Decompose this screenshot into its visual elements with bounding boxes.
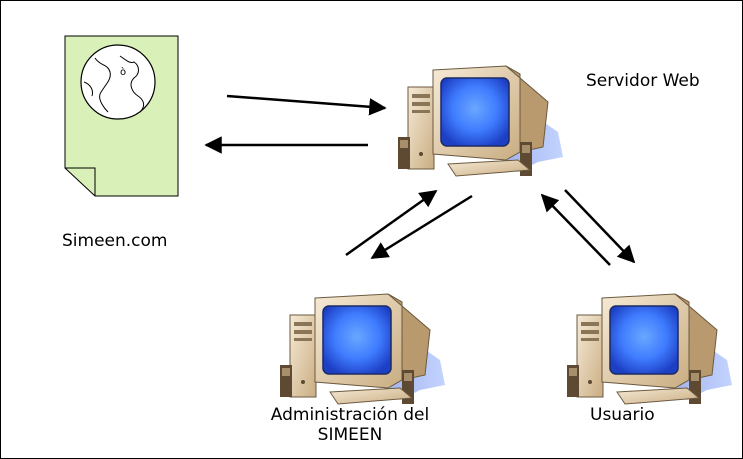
arrow-page-to-server — [226, 94, 387, 116]
svg-text:ò: ò — [120, 66, 126, 78]
arrow-server-to-user — [564, 189, 636, 264]
arrow-user-to-server — [540, 193, 611, 266]
admin-computer — [279, 293, 446, 405]
arrow-admin-to-server — [345, 189, 438, 257]
user-label: Usuario — [590, 405, 655, 425]
web-server-label: Servidor Web — [586, 71, 700, 91]
web-page-label: Simeen.com — [62, 231, 168, 251]
web-page-icon: ò — [64, 35, 179, 197]
admin-label-line2: SIMEEN — [317, 425, 383, 445]
admin-label: Administración del SIMEEN — [250, 405, 450, 445]
web-server-computer — [397, 65, 564, 177]
user-computer — [566, 293, 733, 405]
globe-icon: ò — [80, 44, 156, 120]
arrow-server-to-admin — [370, 194, 473, 260]
admin-label-line1: Administración del — [270, 405, 430, 425]
